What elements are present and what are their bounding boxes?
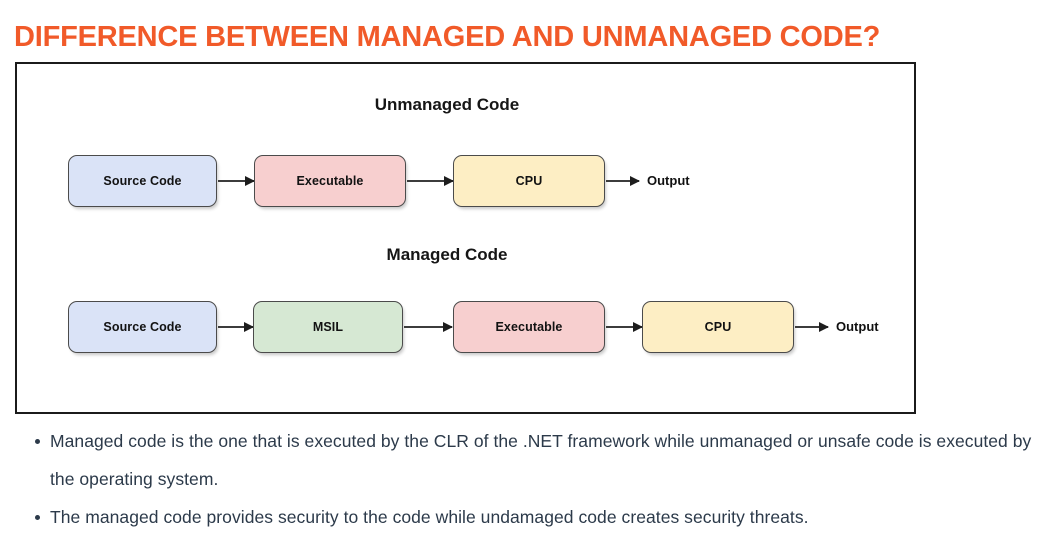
node-label: MSIL (312, 320, 344, 334)
arrow-managed-4 (795, 321, 829, 332)
node-unmanaged-executable[interactable]: Executable (254, 155, 406, 207)
list-item: The managed code provides security to th… (35, 498, 1039, 536)
page-title: DIFFERENCE BETWEEN MANAGED AND UNMANAGED… (14, 21, 881, 53)
label-managed-output: Output (836, 319, 879, 334)
node-managed-cpu[interactable]: CPU (642, 301, 794, 353)
node-managed-executable[interactable]: Executable (453, 301, 605, 353)
node-managed-msil[interactable]: MSIL (253, 301, 403, 353)
node-label: CPU (704, 320, 732, 334)
node-unmanaged-source-code[interactable]: Source Code (68, 155, 217, 207)
label-unmanaged-output: Output (647, 173, 690, 188)
arrow-managed-1 (218, 321, 254, 332)
flow-heading-managed: Managed Code (386, 245, 508, 264)
node-label: Executable (495, 320, 563, 334)
arrow-managed-3 (606, 321, 643, 332)
node-label: Executable (296, 174, 364, 188)
diagram-frame: Unmanaged Code Source Code Executable CP… (15, 62, 916, 414)
flow-heading-unmanaged: Unmanaged Code (374, 95, 520, 114)
node-managed-source-code[interactable]: Source Code (68, 301, 217, 353)
node-label: Source Code (103, 320, 182, 334)
bullet-list: Managed code is the one that is executed… (28, 422, 1039, 536)
node-label: CPU (515, 174, 543, 188)
node-unmanaged-cpu[interactable]: CPU (453, 155, 605, 207)
arrow-unmanaged-1 (218, 175, 255, 186)
node-label: Source Code (103, 174, 182, 188)
arrow-managed-2 (404, 321, 453, 332)
arrow-unmanaged-3 (606, 175, 640, 186)
list-item: Managed code is the one that is executed… (35, 422, 1039, 498)
arrow-unmanaged-2 (407, 175, 454, 186)
